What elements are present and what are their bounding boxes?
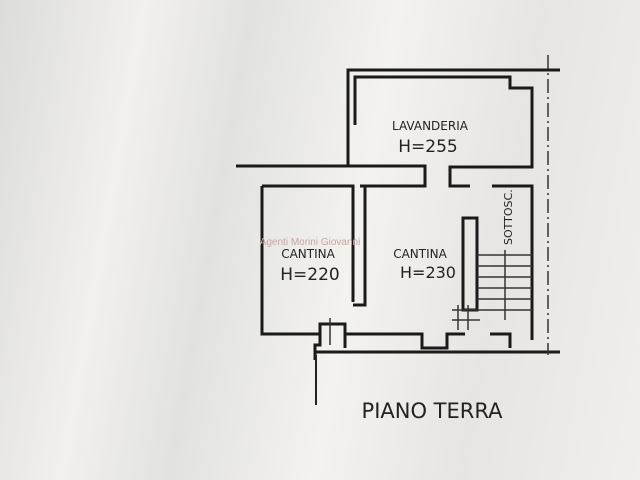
room-height-lavanderia: H=255 — [398, 137, 457, 157]
room-height-cantina-left: H=220 — [280, 265, 339, 285]
stairs — [329, 250, 532, 345]
room-name-cantina-left: CANTINA — [281, 247, 335, 261]
room-name-cantina-right: CANTINA — [393, 247, 447, 261]
room-name-sottoscala: SOTTOSC. — [502, 189, 515, 245]
watermark: Agenti Morini Giovanni — [260, 237, 361, 248]
walls — [236, 68, 560, 360]
room-name-lavanderia: LAVANDERIA — [392, 119, 469, 133]
room-height-cantina-right: H=230 — [400, 263, 456, 282]
plan-title: PIANO TERRA — [362, 399, 504, 423]
